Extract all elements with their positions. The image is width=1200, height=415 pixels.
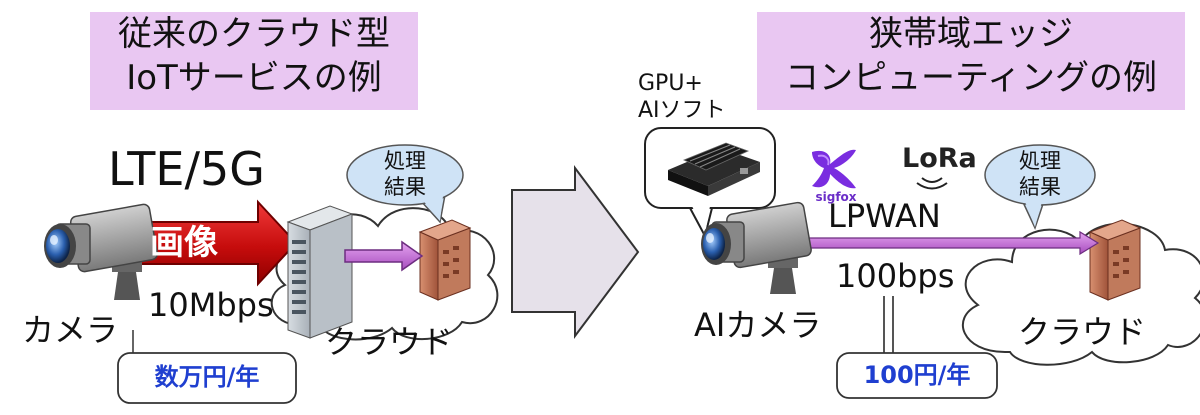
lora-logo-text: LoRa — [902, 143, 977, 174]
lora-wave-icon — [916, 177, 948, 190]
bubble-right-line2: 結果 — [1019, 175, 1061, 199]
cost-connector-right — [883, 296, 894, 353]
network-label-left: LTE/5G — [108, 142, 265, 196]
title-right-line1: 狭帯域エッジ — [869, 14, 1073, 54]
bubble-label-left: 処理 結果 — [372, 148, 438, 200]
network-label-right: LPWAN — [828, 197, 941, 235]
gpu-label-line2: AIソフト — [638, 98, 726, 123]
gpu-board-icon — [668, 142, 760, 196]
ai-camera-icon — [701, 201, 812, 294]
result-bubble-right — [984, 144, 1096, 231]
camera-label-right: AIカメラ — [694, 306, 822, 344]
sigfox-logo-text: sigfox — [815, 190, 857, 204]
result-bubble-left — [346, 144, 464, 224]
datacenter-icon-right — [1088, 219, 1142, 301]
datacenter-icon-left — [418, 219, 472, 301]
gpu-label: GPU+ AIソフト — [638, 70, 726, 124]
title-right-line2: コンピューティングの例 — [785, 58, 1157, 98]
bandwidth-label-left: 10Mbps — [148, 286, 274, 324]
title-left: 従来のクラウド型 IoTサービスの例 — [90, 12, 418, 110]
transition-arrow — [511, 165, 640, 339]
title-left-line2: IoTサービスの例 — [126, 58, 382, 98]
image-arrow-label: 画像 — [150, 223, 218, 263]
cost-label-left: 数万円/年 — [154, 363, 260, 391]
camera-label-left: カメラ — [22, 311, 119, 349]
title-left-line1: 従来のクラウド型 — [118, 14, 390, 54]
result-arrow-right — [794, 230, 1100, 256]
result-arrow-left — [344, 240, 424, 272]
cloud-label-left: クラウド — [325, 323, 454, 361]
gpu-label-line1: GPU+ — [638, 71, 703, 96]
title-right: 狭帯域エッジ コンピューティングの例 — [757, 12, 1185, 110]
bubble-left-line1: 処理 — [384, 149, 426, 173]
cloud-icon-right — [961, 222, 1200, 366]
bandwidth-label-right: 100bps — [836, 257, 955, 295]
sigfox-logo-icon — [812, 149, 856, 189]
bubble-label-right: 処理 結果 — [1007, 148, 1073, 200]
cloud-label-right: クラウド — [1018, 313, 1147, 351]
bubble-right-line1: 処理 — [1019, 149, 1061, 173]
server-icon — [286, 205, 354, 339]
cost-box-left — [117, 330, 297, 404]
bubble-left-line2: 結果 — [384, 175, 426, 199]
camera-icon-left — [44, 203, 159, 300]
cost-label-right: 100円/年 — [863, 361, 971, 389]
cost-box-right — [836, 352, 998, 399]
